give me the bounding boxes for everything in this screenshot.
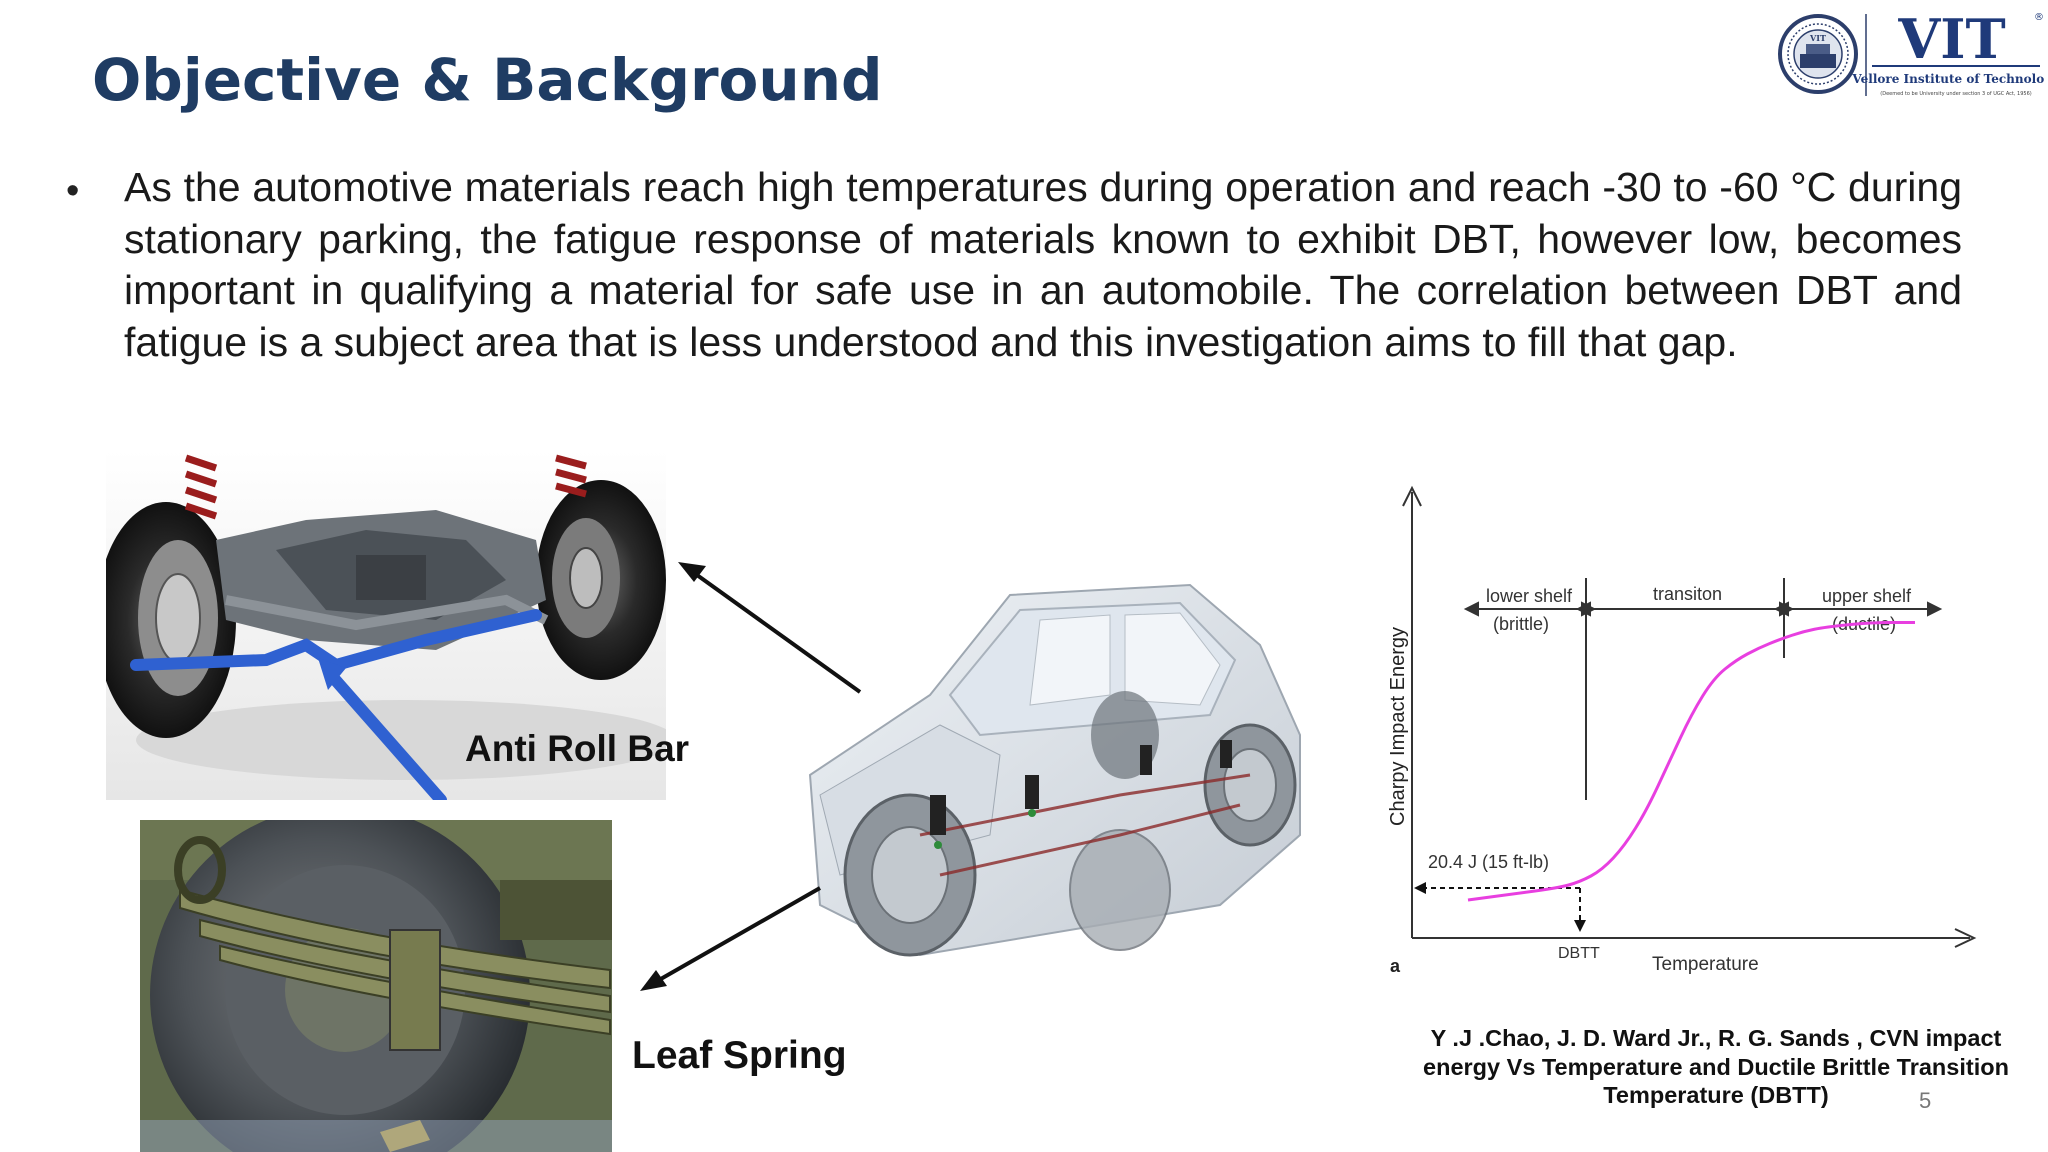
dbtt-chart: Charpy Impact Energy Temperature a lower… [1387,485,1977,976]
car-phantom-photo [808,583,1301,957]
page-number: 5 [1919,1088,1932,1113]
logo-tagline: (Deemed to be University under section 3… [1880,91,2031,97]
slide-title: Objective & Background [92,46,883,114]
x-axis-label: Temperature [1652,954,1759,975]
leaf-spring-label: Leaf Spring [632,1034,847,1077]
vit-logo: VIT VIT ® Vellore Institute of Technolog… [1778,7,2044,97]
registered-mark: ® [2034,12,2044,23]
arrow-to-anti-roll-bar-icon [678,562,862,694]
leaf-spring-photo [140,820,612,1152]
region-markers [1463,578,1943,800]
threshold-lines [1422,887,1581,926]
logo-name: Vellore Institute of Technology [1851,72,2044,86]
region-transition: transiton [1653,584,1722,604]
caption-line-2: energy Vs Temperature and Ductile Brittl… [1423,1053,2009,1080]
region-upper-shelf: upper shelf [1822,586,1912,606]
panel-label: a [1390,956,1401,976]
logo-acronym: VIT [1897,7,2005,71]
threshold-label: 20.4 J (15 ft-lb) [1428,852,1549,872]
charpy-curve [1467,621,1915,902]
bullet-paragraph: As the automotive materials reach high t… [124,164,1962,365]
bullet-marker: • [66,170,80,212]
chart-axes [1402,485,1977,948]
arrow-to-leaf-spring-icon [640,886,821,991]
dbtt-label: DBTT [1558,945,1600,962]
region-lower-shelf-sub: (brittle) [1493,614,1549,634]
seal-text: VIT [1809,33,1826,43]
caption-line-1: Y .J .Chao, J. D. Ward Jr., R. G. Sands … [1430,1025,2002,1051]
university-seal-icon: VIT [1778,14,1858,94]
region-lower-shelf: lower shelf [1486,586,1573,606]
caption-line-3: Temperature (DBTT) [1603,1082,1829,1108]
anti-roll-bar-photo [106,450,666,800]
anti-roll-bar-label: Anti Roll Bar [465,728,690,769]
figure-caption: Y .J .Chao, J. D. Ward Jr., R. G. Sands … [1396,1024,2036,1110]
y-axis-label: Charpy Impact Energy [1387,627,1409,826]
